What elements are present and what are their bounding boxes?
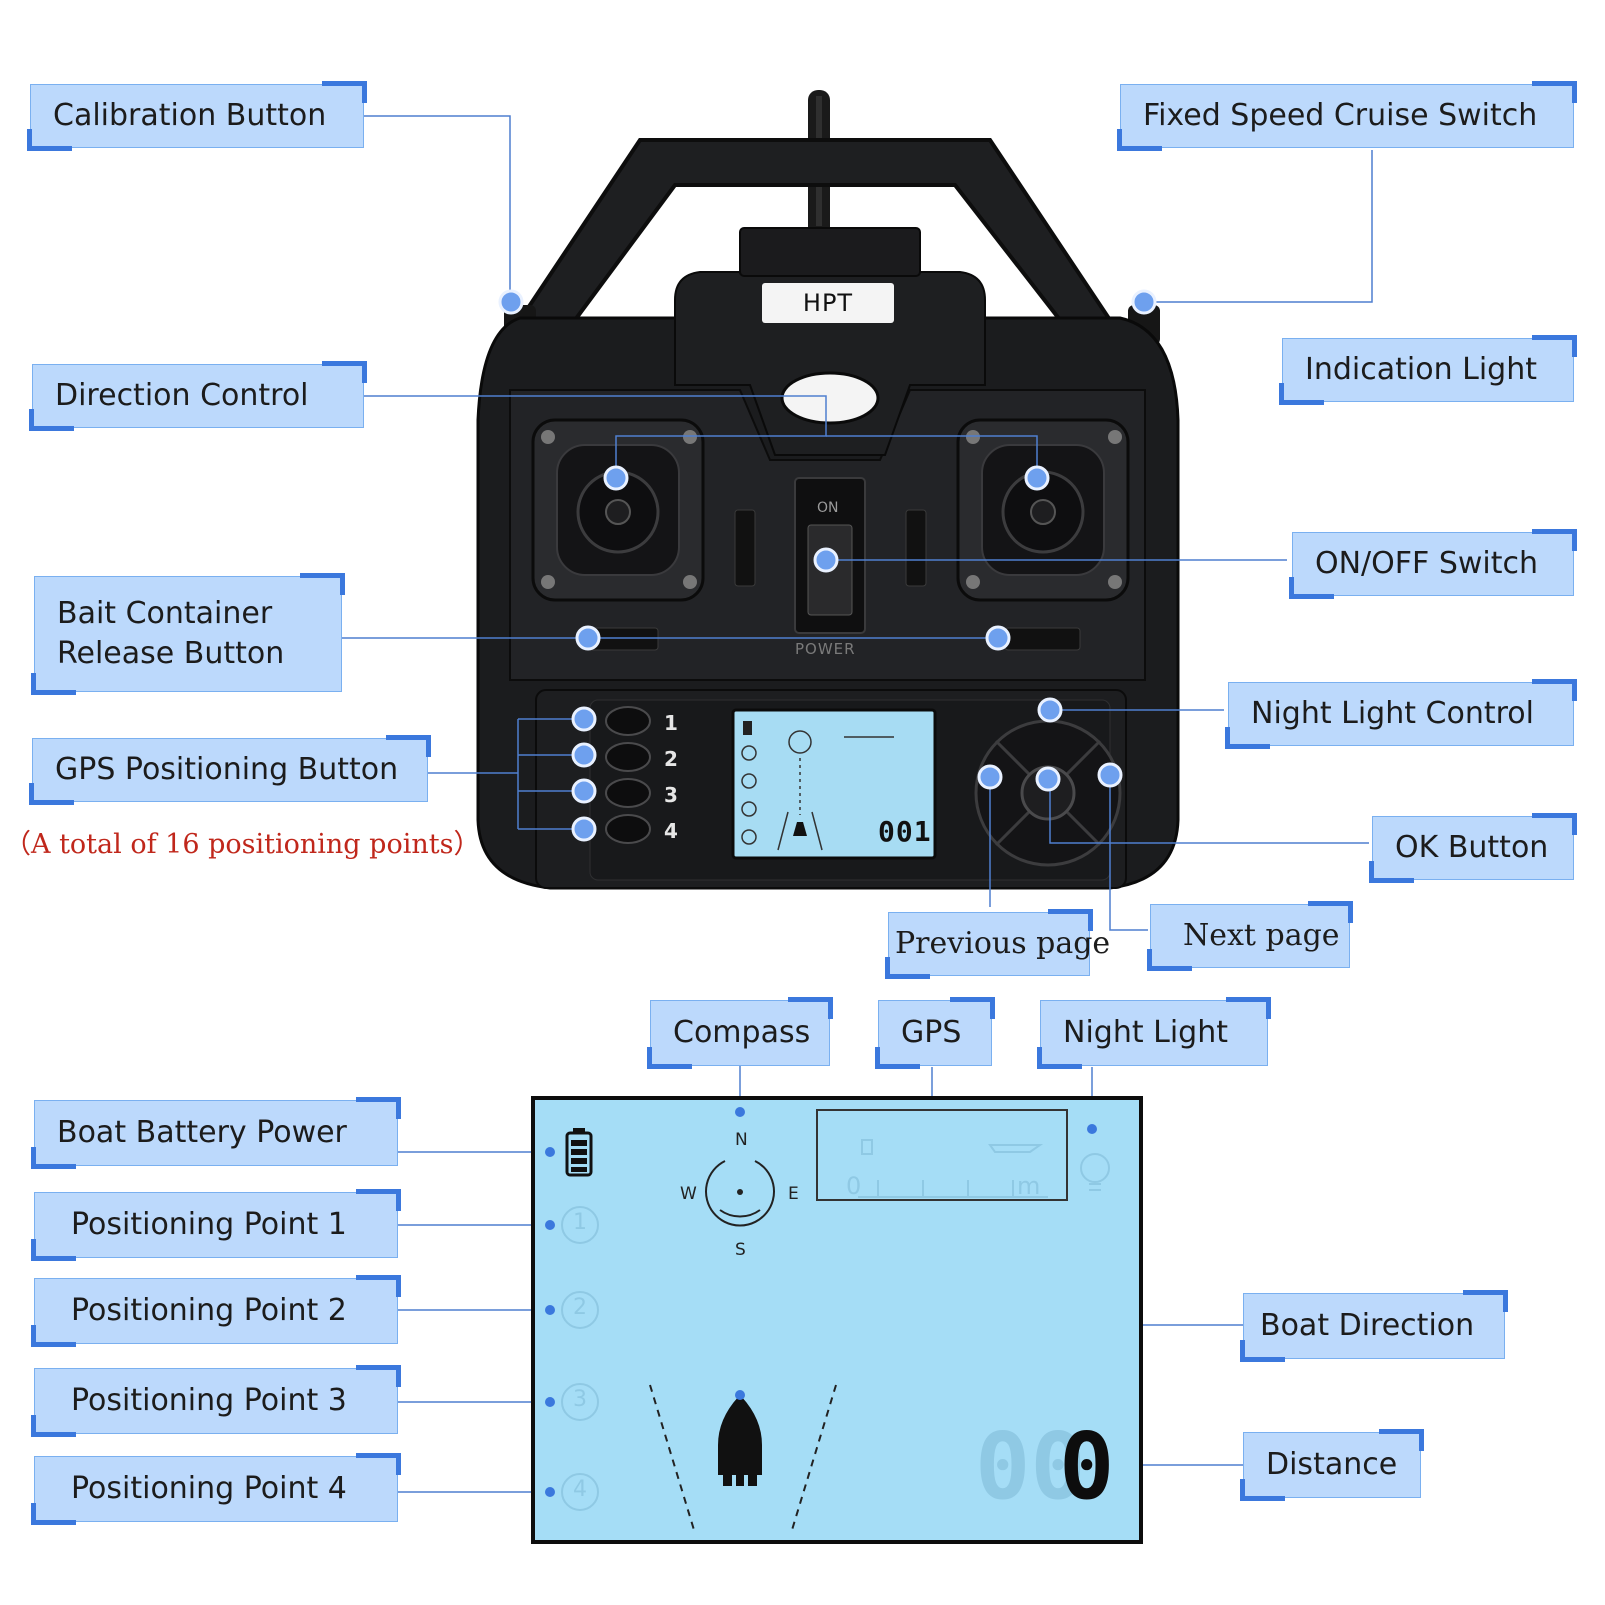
small-lcd <box>731 708 937 860</box>
gps-button-number-1: 1 <box>664 711 678 735</box>
callout-calibration-button: Calibration Button <box>27 81 367 151</box>
right-stick <box>956 418 1130 602</box>
point-number-2: 2 <box>573 1295 587 1320</box>
positioning-note: （A total of 16 positioning points） <box>4 829 481 860</box>
compass-south: S <box>735 1240 746 1260</box>
gps-button-number-2: 2 <box>664 747 678 771</box>
compass-east: E <box>788 1184 799 1204</box>
callout-night-light: Night Light <box>1037 997 1271 1069</box>
left-stick <box>531 418 705 602</box>
gps-scale-start: 0 <box>846 1172 862 1200</box>
large-lcd <box>531 1096 1143 1544</box>
callout-on-off-switch: ON/OFF Switch <box>1289 529 1577 599</box>
compass-north: N <box>735 1130 748 1150</box>
callout-positioning-point-4: Positioning Point 4 <box>31 1453 401 1525</box>
distance-dim-digits: 00 <box>975 1413 1086 1520</box>
d-pad <box>974 719 1122 867</box>
compass-icon <box>705 1160 775 1227</box>
gps-button-group <box>605 706 651 844</box>
on-label: ON <box>817 500 839 516</box>
callout-direction-control: Direction Control <box>29 361 367 431</box>
gps-button-number-3: 3 <box>664 783 678 807</box>
bulb-icon <box>1080 1153 1110 1191</box>
callout-boat-direction: Boat Direction <box>1240 1290 1508 1362</box>
callout-distance: Distance <box>1240 1429 1424 1501</box>
positioning-point-circles <box>561 1206 599 1511</box>
callout-indication-light: Indication Light <box>1279 335 1577 405</box>
compass-west: W <box>680 1184 697 1204</box>
indicator-lens <box>780 371 880 425</box>
leader-dots <box>498 289 1157 842</box>
callout-gps-positioning-button: GPS Positioning Button <box>29 735 431 805</box>
callout-night-light-control: Night Light Control <box>1225 679 1577 749</box>
gps-scale-unit: m <box>1017 1172 1041 1200</box>
gps-scale <box>858 1139 1048 1198</box>
callout-compass: Compass <box>647 997 833 1069</box>
callout-gps: GPS <box>875 997 995 1069</box>
callout-positioning-point-3: Positioning Point 3 <box>31 1365 401 1437</box>
point-number-3: 3 <box>573 1387 587 1412</box>
callout-fixed-speed-cruise-switch: Fixed Speed Cruise Switch <box>1117 81 1577 151</box>
lcd-leader-dots <box>545 1107 1106 1497</box>
callout-ok-button: OK Button <box>1369 813 1577 883</box>
callout-boat-battery-power: Boat Battery Power <box>31 1097 401 1169</box>
power-label: POWER <box>795 640 856 658</box>
distance-value: 0 <box>1059 1413 1115 1520</box>
point-number-4: 4 <box>573 1477 587 1502</box>
boat-icon <box>718 1395 762 1486</box>
gps-display-frame <box>816 1109 1068 1201</box>
battery-icon <box>565 1128 593 1177</box>
callout-next-page: Next page <box>1147 901 1353 971</box>
gps-button-number-4: 4 <box>664 819 678 843</box>
callout-positioning-point-2: Positioning Point 2 <box>31 1275 401 1347</box>
brand-label: HPT <box>762 283 894 323</box>
callout-positioning-point-1: Positioning Point 1 <box>31 1189 401 1261</box>
callout-previous-page: Previous page <box>885 909 1110 979</box>
point-number-1: 1 <box>573 1210 587 1235</box>
small-lcd-distance: 001 <box>878 815 932 848</box>
